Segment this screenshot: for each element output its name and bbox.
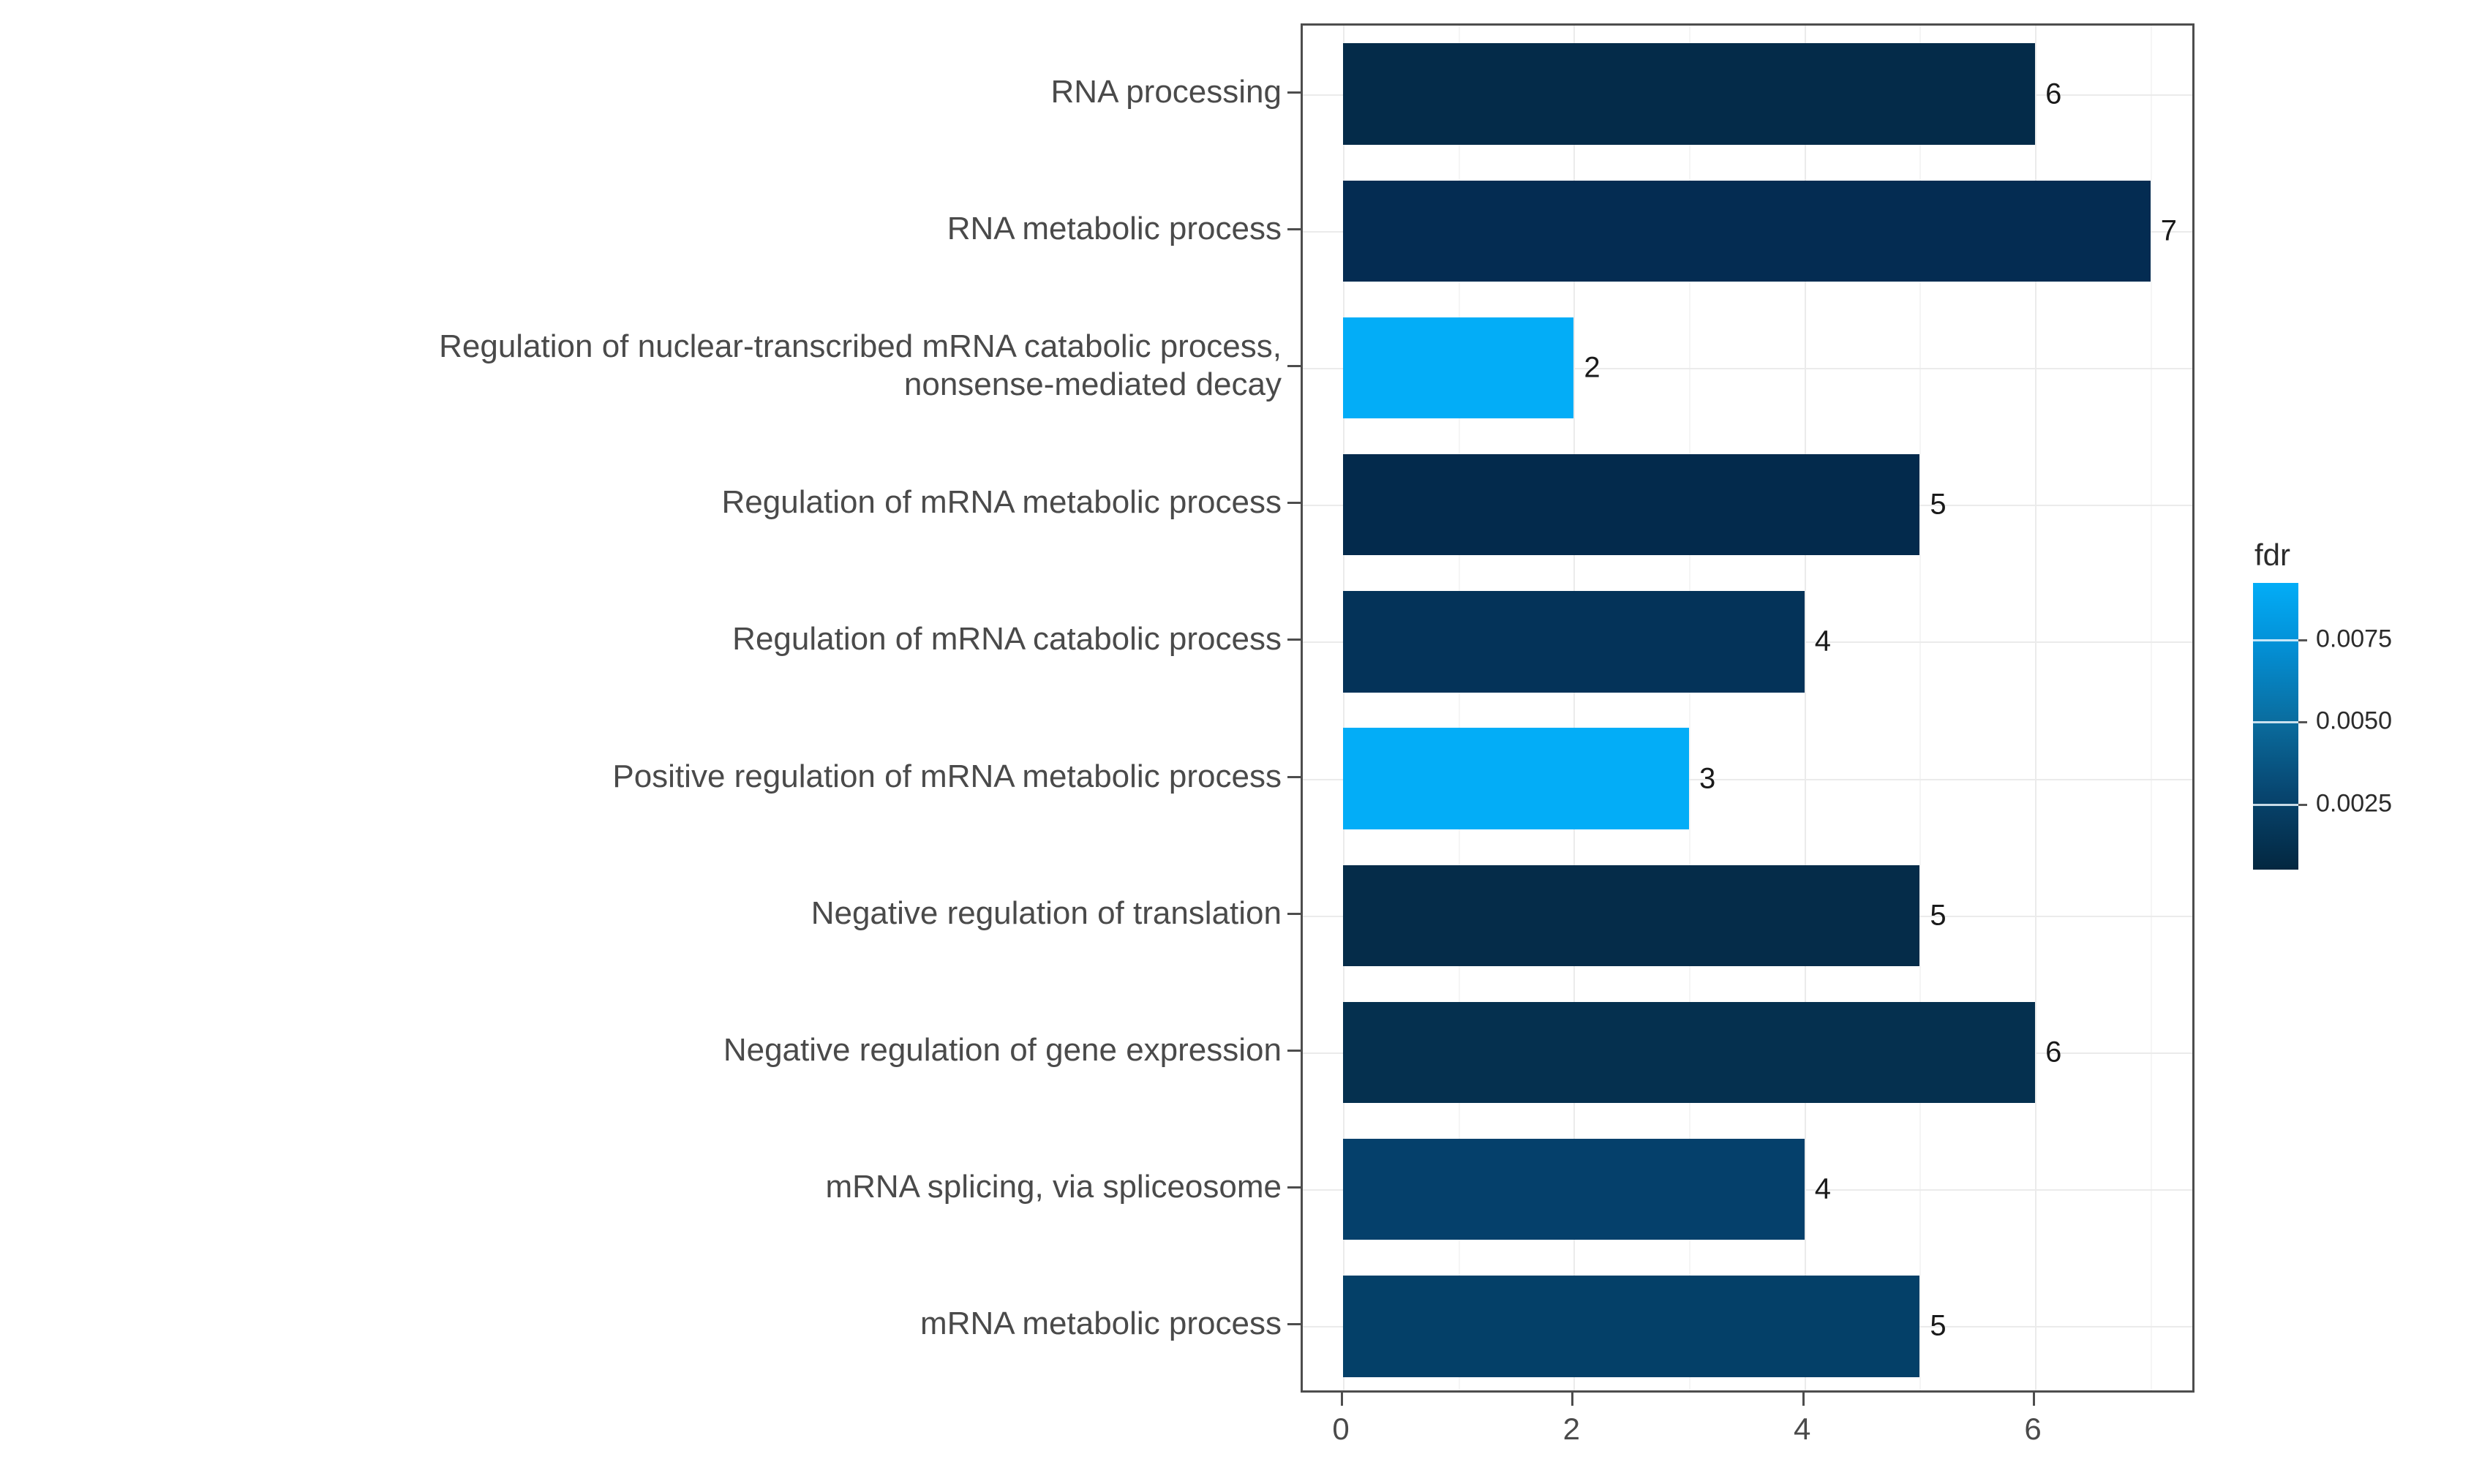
gridline-minor-vertical: [1689, 26, 1691, 1390]
x-axis-tick: [1571, 1393, 1574, 1406]
bar[interactable]: [1343, 180, 2151, 282]
colorbar-tick: [2253, 639, 2298, 641]
bar-value-label: 5: [1930, 899, 1947, 932]
y-axis-label: Regulation of mRNA catabolic process: [732, 621, 1282, 658]
gridline-major-vertical: [1343, 26, 1344, 1390]
y-axis-tick: [1287, 1323, 1301, 1326]
bar[interactable]: [1343, 591, 1805, 693]
x-axis-tick: [1802, 1393, 1805, 1406]
bar-row: 6: [1303, 43, 2192, 145]
x-axis-tick: [1341, 1393, 1343, 1406]
y-axis-label: mRNA metabolic process: [920, 1306, 1282, 1342]
y-axis-tick: [1287, 227, 1301, 230]
bar[interactable]: [1343, 865, 1920, 967]
bar-value-label: 6: [2045, 1036, 2062, 1069]
y-axis-tick: [1287, 775, 1301, 778]
y-axis-tick: [1287, 91, 1301, 94]
bar[interactable]: [1343, 1276, 1920, 1377]
bar-value-label: 3: [1699, 762, 1716, 795]
y-axis-tick: [1287, 1186, 1301, 1189]
x-axis-tick-label: 4: [1794, 1412, 1811, 1446]
bar-value-label: 4: [1814, 1172, 1831, 1205]
y-axis-label: Negative regulation of translation: [810, 894, 1282, 931]
y-axis-tick: [1287, 502, 1301, 505]
bar-value-label: 6: [2045, 78, 2062, 110]
y-axis-tick: [1287, 639, 1301, 641]
bar[interactable]: [1343, 1138, 1805, 1240]
bar-row: 4: [1303, 591, 2192, 693]
bar-row: 7: [1303, 180, 2192, 282]
y-axis-label: RNA processing: [1050, 73, 1282, 110]
y-axis-label: Regulation of mRNA metabolic process: [721, 484, 1282, 521]
y-axis-label: Negative regulation of gene expression: [723, 1032, 1282, 1069]
plot-panel: 6 7 2 5 4 3 5 6 4 5: [1301, 23, 2194, 1393]
bar-row: 6: [1303, 1001, 2192, 1104]
colorbar-gradient: [2253, 583, 2307, 870]
y-axis-tick: [1287, 912, 1301, 915]
bar[interactable]: [1343, 1001, 2036, 1104]
y-axis-label: Positive regulation of mRNA metabolic pr…: [612, 758, 1282, 794]
bar[interactable]: [1343, 43, 2036, 145]
gridline-major-horizontal: [1303, 778, 2192, 780]
bar-value-label: 5: [1930, 1309, 1947, 1342]
y-axis-tick: [1287, 365, 1301, 367]
bar-row: 5: [1303, 453, 2192, 556]
colorbar-tick-mark: [2298, 721, 2307, 724]
gridline-major-vertical: [2035, 26, 2037, 1390]
gridline-major-horizontal: [1303, 368, 2192, 369]
bar[interactable]: [1343, 728, 1690, 829]
bar-row: 5: [1303, 1276, 2192, 1377]
gridline-minor-vertical: [2150, 26, 2152, 1390]
colorbar-tick-label: 0.0050: [2316, 707, 2392, 735]
bar-value-label: 7: [2160, 214, 2178, 247]
bar[interactable]: [1343, 317, 1574, 419]
colorbar-tick-mark: [2298, 803, 2307, 806]
x-axis-tick-label: 6: [2024, 1412, 2042, 1446]
bar[interactable]: [1343, 453, 1920, 556]
colorbar-tick-mark: [2298, 639, 2307, 641]
y-axis-label: RNA metabolic process: [947, 210, 1282, 246]
colorbar-tick-label: 0.0025: [2316, 789, 2392, 818]
x-axis-tick-label: 2: [1562, 1412, 1581, 1446]
x-axis-tick-label: 0: [1332, 1412, 1350, 1446]
bar-value-label: 2: [1584, 351, 1601, 384]
x-axis-tick: [2033, 1393, 2036, 1406]
bar-row: 2: [1303, 317, 2192, 419]
colorbar-tick-label: 0.0075: [2316, 625, 2392, 653]
bar-row: 5: [1303, 865, 2192, 967]
colorbar-tick: [2253, 721, 2298, 724]
bar-value-label: 4: [1814, 625, 1831, 658]
gridline-major-vertical: [1573, 26, 1576, 1390]
y-axis-tick: [1287, 1050, 1301, 1052]
colorbar-legend: fdr 0.0075 0.0050 0.0025: [2253, 538, 2392, 870]
gridline-major-vertical: [1804, 26, 1806, 1390]
y-axis-label: Regulation of nuclear-transcribed mRNA c…: [439, 328, 1282, 402]
bar-value-label: 5: [1930, 488, 1947, 521]
gridline-minor-vertical: [1919, 26, 1922, 1390]
colorbar-tick: [2253, 803, 2298, 806]
gridline-minor-vertical: [1458, 26, 1460, 1390]
y-axis-label: mRNA splicing, via spliceosome: [825, 1169, 1282, 1205]
bar-row: 3: [1303, 728, 2192, 829]
legend-title: fdr: [2254, 538, 2291, 572]
bar-row: 4: [1303, 1138, 2192, 1240]
